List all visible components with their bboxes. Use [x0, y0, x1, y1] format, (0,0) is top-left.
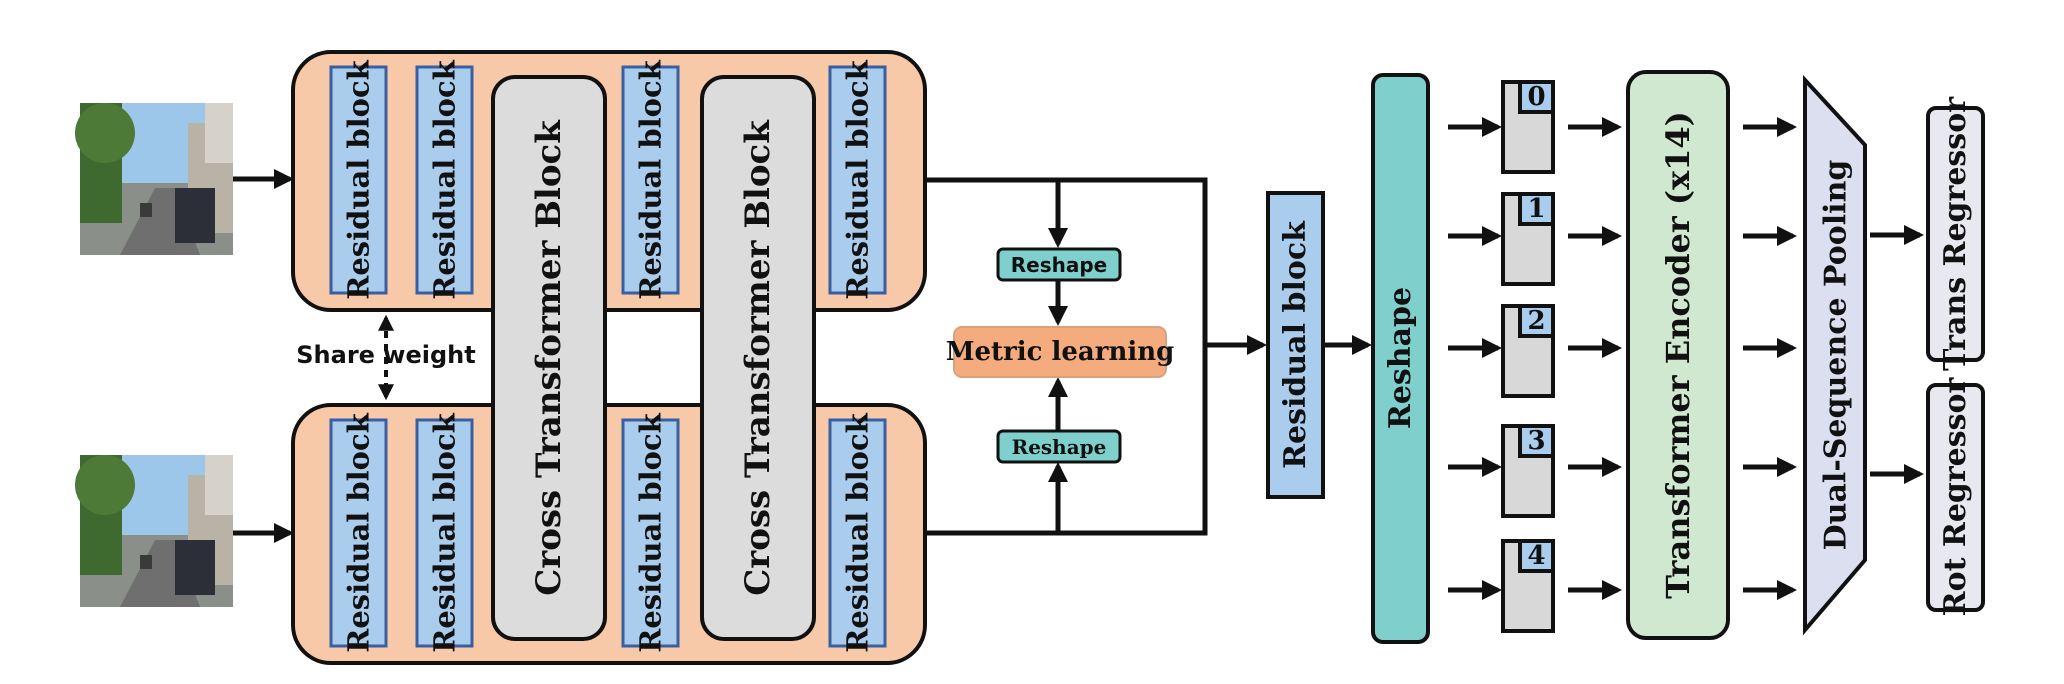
svg-text:Cross Transformer Block: Cross Transformer Block [738, 119, 778, 596]
transformer-encoder: Transformer Encoder (x14) [1626, 70, 1730, 640]
residual-block-top-1: Residual block [329, 59, 388, 300]
residual-block-bottom-2: Residual block [415, 412, 474, 653]
token-3: 3 [1448, 424, 1622, 518]
token-2: 2 [1448, 304, 1622, 398]
svg-text:2: 2 [1527, 306, 1545, 336]
svg-text:4: 4 [1527, 541, 1545, 571]
svg-text:Transformer Encoder (x14): Transformer Encoder (x14) [1659, 111, 1697, 599]
reshape-tall: Reshape [1371, 73, 1430, 644]
svg-text:Residual block: Residual block [1278, 220, 1313, 469]
svg-text:Residual block: Residual block [841, 412, 875, 652]
residual-block-mid: Residual block [1266, 191, 1325, 499]
svg-text:Metric learning: Metric learning [946, 337, 1175, 367]
residual-block-bottom-3: Residual block [621, 412, 680, 653]
svg-text:0: 0 [1527, 82, 1545, 112]
top-output-line [925, 177, 1208, 345]
svg-text:Residual block: Residual block [841, 59, 875, 299]
input-image-top [75, 103, 233, 255]
input-image-bottom [75, 455, 233, 607]
residual-block-bottom-1: Residual block [329, 412, 388, 653]
svg-text:Dual-Sequence Pooling: Dual-Sequence Pooling [1819, 160, 1854, 551]
residual-block-top-3: Residual block [621, 59, 680, 300]
svg-text:Reshape: Reshape [1383, 287, 1418, 429]
reshape-top: Reshape [996, 247, 1122, 282]
reshape-bottom: Reshape [996, 429, 1122, 464]
rot-regressor: Rot Regressor [1926, 376, 1985, 616]
token-4: 4 [1448, 539, 1622, 633]
residual-block-top-2: Residual block [415, 59, 474, 300]
bottom-output-line [925, 345, 1208, 536]
svg-text:Rot Regressor: Rot Regressor [1938, 376, 1973, 616]
svg-text:Residual block: Residual block [428, 412, 462, 652]
svg-text:Residual block: Residual block [342, 412, 376, 652]
token-0: 0 [1448, 80, 1622, 174]
svg-text:Reshape: Reshape [1011, 253, 1107, 277]
residual-block-top-4: Residual block [828, 59, 887, 300]
svg-text:Cross Transformer Block: Cross Transformer Block [529, 119, 569, 596]
svg-text:Residual block: Residual block [634, 412, 668, 652]
share-weight-label: Share weight [296, 341, 475, 369]
metric-learning: Metric learning [946, 326, 1175, 378]
cross-transformer-block-2: Cross Transformer Block [700, 75, 816, 641]
svg-text:Residual block: Residual block [428, 59, 462, 299]
cross-transformer-block-1: Cross Transformer Block [491, 75, 607, 641]
svg-text:Reshape: Reshape [1012, 435, 1107, 459]
token-1: 1 [1448, 192, 1622, 286]
residual-block-bottom-4: Residual block [828, 412, 887, 653]
svg-text:3: 3 [1527, 426, 1545, 456]
svg-text:Trans Regressor: Trans Regressor [1938, 96, 1973, 371]
trans-regressor: Trans Regressor [1926, 96, 1985, 371]
dual-sequence-pooling: Dual-Sequence Pooling [1803, 74, 1867, 636]
svg-text:Residual block: Residual block [342, 59, 376, 299]
svg-text:1: 1 [1527, 194, 1545, 224]
svg-text:Residual block: Residual block [634, 59, 668, 299]
